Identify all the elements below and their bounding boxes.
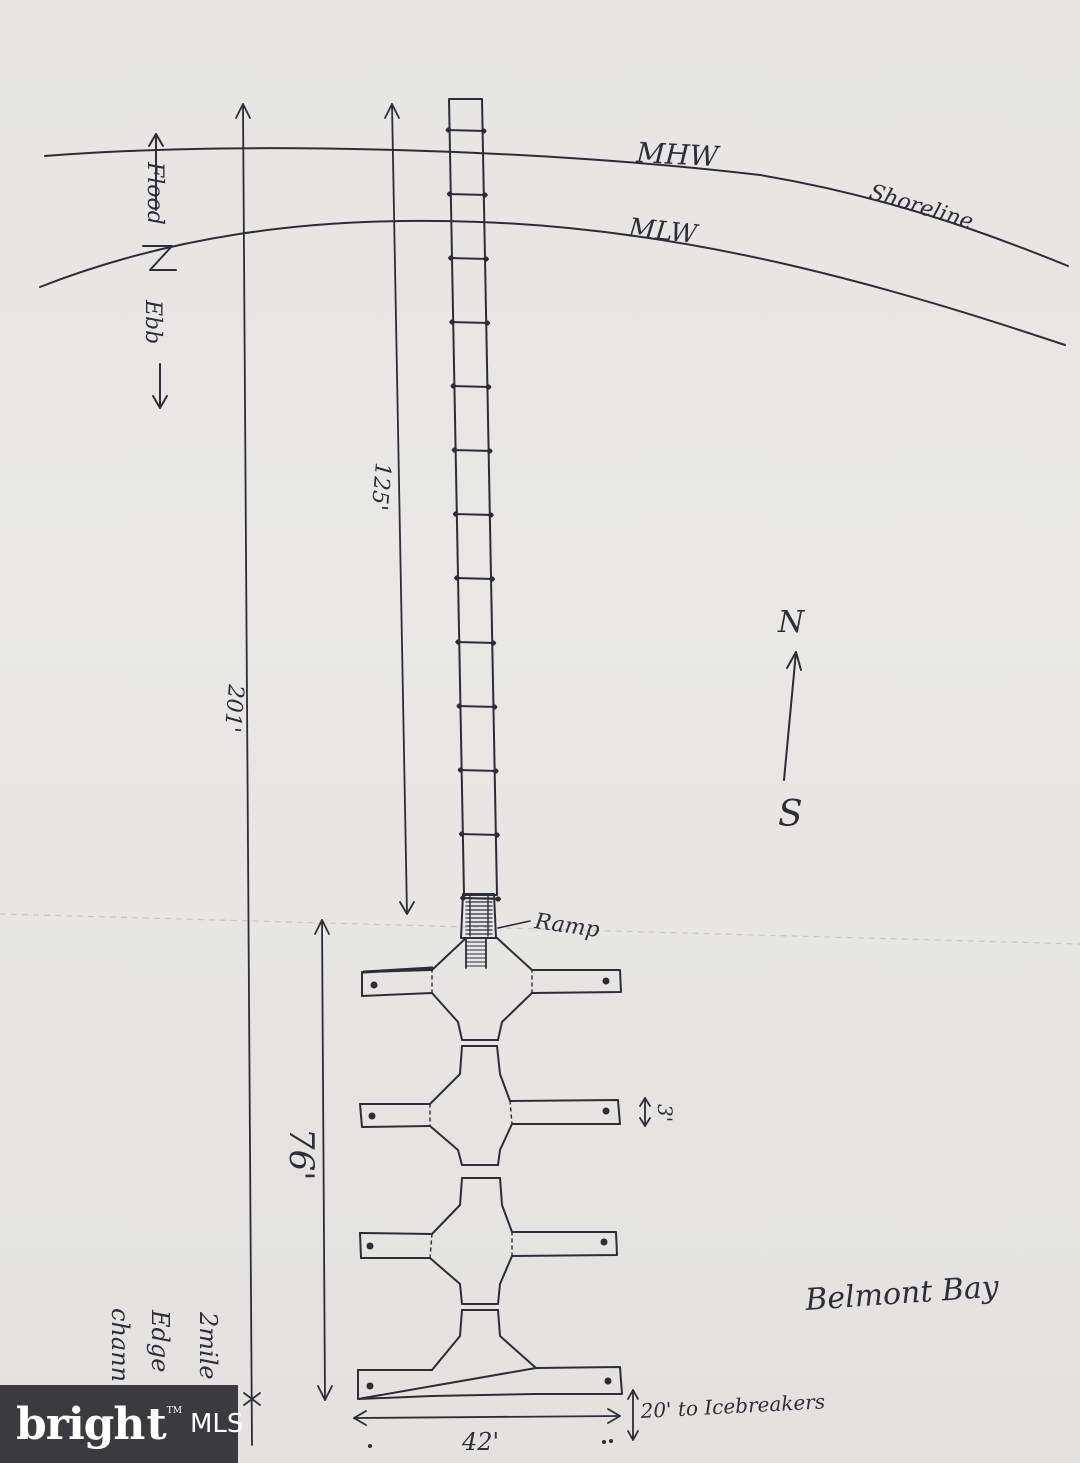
finger-pier-1 xyxy=(361,969,622,997)
pier-pile xyxy=(488,512,494,518)
pier-pile xyxy=(450,383,457,389)
pier-pile xyxy=(459,831,465,837)
mhw-label: MHW xyxy=(635,136,722,173)
pier-pile xyxy=(487,448,493,454)
channel-note-line2: Edge xyxy=(146,1309,174,1372)
pier-pile xyxy=(484,320,490,326)
pier-pile xyxy=(456,703,463,709)
pier-pile xyxy=(489,576,495,582)
ramp-label: Ramp xyxy=(532,909,601,943)
pier-walkway xyxy=(445,98,502,902)
platform-width-label: 42' xyxy=(461,1428,499,1456)
platform-length-dimension: 76' xyxy=(281,919,333,1401)
pier-pile xyxy=(483,256,489,262)
mlw-line xyxy=(39,219,1066,346)
pier-pile xyxy=(453,511,459,517)
channel-note-line3: chann xyxy=(106,1308,134,1382)
finger-width-label: 3' xyxy=(653,1104,677,1122)
pier-pile xyxy=(452,447,458,453)
pier-pile xyxy=(494,832,500,838)
flood-label: Flood xyxy=(142,161,167,225)
pier-crossbeam xyxy=(446,193,488,196)
logo-mls-text: MLS xyxy=(189,1409,244,1439)
pier-pile xyxy=(495,896,501,902)
bright-mls-watermark: brigh t TM MLS xyxy=(0,1385,243,1463)
pier-pile xyxy=(458,767,464,773)
pier-pile xyxy=(493,768,499,774)
south-label: S xyxy=(778,794,803,835)
pier-crossbeam xyxy=(452,513,494,516)
logo-wordmark-a: brigh xyxy=(16,1398,145,1450)
pier-crossbeam xyxy=(445,129,487,132)
icebreaker-dimension: 20' to Icebreakers xyxy=(627,1389,826,1441)
pier-pile xyxy=(449,319,455,325)
finger-pier-4 xyxy=(357,1366,623,1400)
pier-pile xyxy=(445,127,452,133)
overall-length-dimension: 201' xyxy=(219,103,261,1446)
mhw-shoreline-line xyxy=(44,147,1069,267)
water-body-label: Belmont Bay xyxy=(803,1269,1001,1318)
channel-note: 2mile Edge chann xyxy=(106,1308,222,1382)
icebreakers-label: 20' to Icebreakers xyxy=(639,1389,826,1423)
pier-length-dimension: 125' xyxy=(366,103,415,915)
finger-width-dimension: 3' xyxy=(639,1097,677,1127)
pier-pile xyxy=(482,192,488,198)
pier-crossbeam xyxy=(454,577,496,580)
pier-pile xyxy=(454,575,460,581)
pier-pile xyxy=(490,640,496,646)
pier-crossbeam xyxy=(449,321,491,324)
overall-length-label: 201' xyxy=(219,682,248,733)
tidal-current-indicator: Flood Ebb xyxy=(140,133,177,409)
logo-trademark: TM xyxy=(166,1406,182,1416)
paper-fold-line xyxy=(0,913,1080,945)
pier-crossbeam xyxy=(450,385,492,388)
pier-crossbeam xyxy=(451,449,493,452)
pier-pile xyxy=(491,704,498,710)
ramp: Ramp xyxy=(460,893,601,943)
pier-crossbeam xyxy=(456,705,498,708)
mlw-label: MLW xyxy=(626,213,700,250)
pier-crossbeam xyxy=(447,257,489,260)
channel-note-line1: 2mile xyxy=(194,1311,222,1380)
pier-pile xyxy=(455,639,461,645)
pier-pile xyxy=(447,191,453,197)
pier-pile xyxy=(448,255,454,261)
pier-crossbeam xyxy=(458,833,500,836)
finger-pier-3 xyxy=(359,1231,618,1259)
pier-pile xyxy=(485,384,492,390)
north-arrow: N S xyxy=(777,605,806,835)
finger-pier-2 xyxy=(359,1099,621,1128)
platform-width-dimension: 42' xyxy=(353,1408,621,1456)
pier-crossbeam xyxy=(457,769,499,772)
logo-wordmark-b: t xyxy=(146,1398,166,1450)
north-label: N xyxy=(777,605,806,640)
pier-pile xyxy=(480,128,487,134)
shoreline-label: Shoreline xyxy=(866,180,976,235)
platform-length-label: 76' xyxy=(281,1128,321,1181)
pier-length-label: 125' xyxy=(366,461,395,511)
pier-crossbeam xyxy=(455,641,497,644)
ebb-label: Ebb xyxy=(140,299,165,344)
floating-dock-platform xyxy=(357,937,623,1400)
